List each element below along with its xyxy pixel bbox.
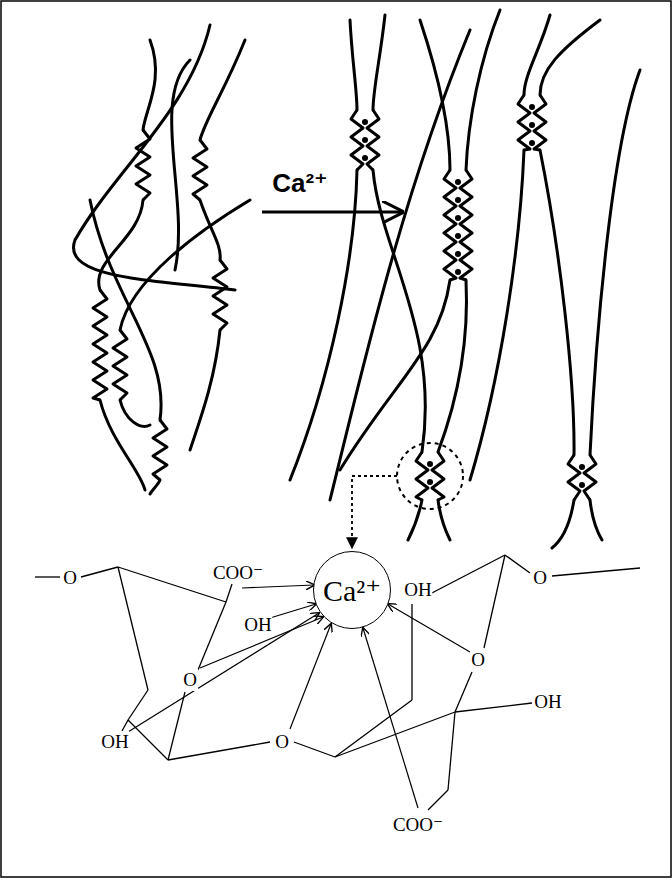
chain-zigzag bbox=[93, 290, 107, 400]
zoom-leader bbox=[352, 476, 397, 548]
alginate-structure bbox=[35, 555, 640, 810]
ion-dot bbox=[455, 179, 461, 185]
ion-dot bbox=[455, 269, 461, 275]
chain-zigzag bbox=[113, 330, 127, 400]
chain-zigzag bbox=[534, 95, 546, 150]
chain-zigzag bbox=[568, 455, 580, 500]
atom-label: OH bbox=[403, 579, 432, 601]
atom-label: O bbox=[62, 567, 78, 589]
chain-zigzag bbox=[416, 452, 428, 500]
ion-dot bbox=[455, 197, 461, 203]
chain-zigzag bbox=[193, 140, 207, 200]
chain-zigzag bbox=[460, 170, 472, 280]
atom-label: OH bbox=[100, 731, 129, 753]
ion-dot bbox=[427, 461, 433, 467]
ion-dot bbox=[455, 215, 461, 221]
chain-zigzag bbox=[136, 130, 150, 200]
ion-dot bbox=[529, 104, 535, 110]
chain-zigzag bbox=[444, 170, 456, 280]
ion-dot bbox=[427, 479, 433, 485]
ion-dot bbox=[579, 482, 585, 488]
ion-dot bbox=[529, 122, 535, 128]
chain-zigzag bbox=[584, 455, 596, 500]
ion-dot bbox=[362, 119, 368, 125]
atom-label: COO⁻ bbox=[392, 813, 444, 836]
zoom-circle bbox=[397, 443, 463, 509]
atom-label: O bbox=[532, 567, 548, 589]
polymer-chains bbox=[290, 10, 640, 548]
atom-label: O bbox=[182, 669, 198, 691]
atom-label: COO⁻ bbox=[212, 561, 264, 584]
junction-zigzags bbox=[93, 95, 596, 500]
chain-zigzag bbox=[213, 260, 227, 330]
coordination-arrows bbox=[128, 585, 470, 808]
ion-dot bbox=[529, 140, 535, 146]
chain-zigzag bbox=[367, 110, 379, 170]
ion-label: Ca²⁺ bbox=[323, 573, 381, 608]
ion-dot bbox=[362, 137, 368, 143]
ion-dot bbox=[362, 155, 368, 161]
ion-dot bbox=[579, 464, 585, 470]
chain-zigzag bbox=[432, 452, 444, 500]
ion-dot bbox=[455, 233, 461, 239]
ion-dot bbox=[455, 251, 461, 257]
polymer-chains bbox=[73, 25, 250, 494]
atom-label: O bbox=[274, 731, 290, 753]
reaction-arrow bbox=[262, 211, 402, 214]
chain-zigzag bbox=[153, 420, 167, 480]
atom-label: OH bbox=[533, 691, 562, 713]
atom-label: O bbox=[470, 649, 486, 671]
chain-zigzag bbox=[351, 110, 363, 170]
atom-label: OH bbox=[243, 614, 272, 636]
arrow-label: Ca²⁺ bbox=[271, 168, 329, 199]
ion-circle: Ca²⁺ bbox=[313, 551, 391, 629]
chain-zigzag bbox=[518, 95, 530, 150]
